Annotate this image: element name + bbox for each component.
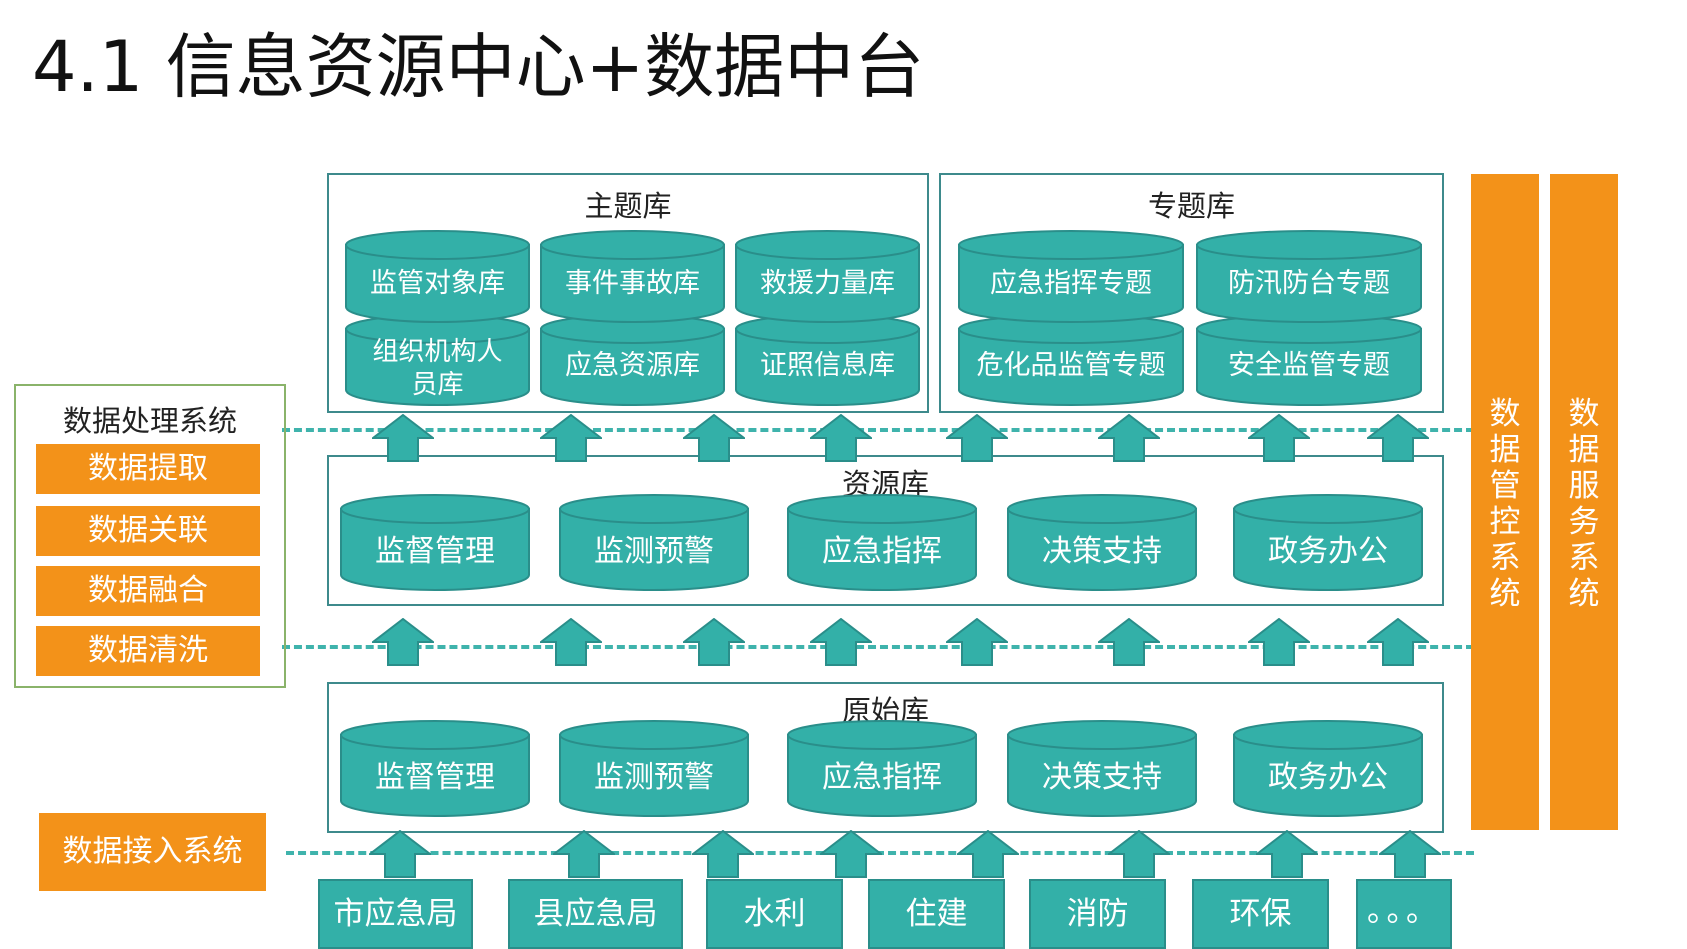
data-control-system-label: 数据管控系统 (1489, 396, 1521, 612)
resource-db-2: 应急指挥 (787, 494, 977, 591)
up-arrow-icon (1248, 618, 1310, 666)
theme-library-panel: 主题库 (327, 173, 929, 413)
theme-db-4-label: 应急资源库 (565, 350, 700, 381)
theme-db-5: 证照信息库 (735, 314, 920, 406)
up-arrow-icon (1367, 618, 1429, 666)
theme-db-0: 监管对象库 (345, 230, 530, 323)
special-library-label: 专题库 (1147, 189, 1235, 223)
special-db-3-label: 安全监管专题 (1228, 350, 1390, 381)
step-extract: 数据提取 (36, 444, 260, 494)
theme-db-3: 组织机构人员库 (345, 314, 530, 406)
up-arrow-icon (540, 618, 602, 666)
theme-db-4: 应急资源库 (540, 314, 725, 406)
theme-db-3-label: 组织机构人员库 (372, 337, 503, 400)
processing-title: 数据处理系统 (62, 404, 237, 438)
resource-db-3-label: 决策支持 (1042, 534, 1162, 569)
source-city-emergency: 市应急局 (318, 879, 473, 949)
raw-db-4: 政务办公 (1233, 720, 1423, 817)
source-more: 。。。 (1356, 879, 1452, 949)
up-arrow-icon (372, 618, 434, 666)
theme-db-1: 事件事故库 (540, 230, 725, 323)
up-arrow-icon (1098, 414, 1160, 462)
raw-db-1: 监测预警 (559, 720, 749, 817)
up-arrow-icon (692, 830, 754, 878)
up-arrow-icon (810, 618, 872, 666)
dashed-line-top (282, 428, 1474, 432)
special-db-2-label: 危化品监管专题 (976, 350, 1166, 381)
raw-db-1-label: 监测预警 (594, 760, 714, 795)
special-db-1-label: 防汛防台专题 (1228, 268, 1390, 299)
raw-db-0: 监督管理 (340, 720, 530, 817)
data-access-system: 数据接入系统 (39, 813, 266, 891)
up-arrow-icon (1379, 830, 1441, 878)
page-title: 4.1 信息资源中心+数据中台 (32, 26, 925, 108)
step-clean: 数据清洗 (36, 626, 260, 676)
up-arrow-icon (372, 414, 434, 462)
up-arrow-icon (683, 618, 745, 666)
up-arrow-icon (369, 830, 431, 878)
data-service-system: 数据服务系统 (1550, 174, 1618, 830)
special-db-0: 应急指挥专题 (958, 230, 1184, 323)
up-arrow-icon (820, 830, 882, 878)
theme-db-1-label: 事件事故库 (565, 268, 700, 299)
raw-db-3: 决策支持 (1007, 720, 1197, 817)
special-library-panel: 专题库 (939, 173, 1444, 413)
up-arrow-icon (1256, 830, 1318, 878)
source-fire: 消防 (1029, 879, 1166, 949)
theme-db-2: 救援力量库 (735, 230, 920, 323)
data-processing-system: 数据处理系统 数据提取 数据关联 数据融合 数据清洗 (14, 384, 286, 688)
source-construction: 住建 (868, 879, 1005, 949)
up-arrow-icon (1367, 414, 1429, 462)
up-arrow-icon (553, 830, 615, 878)
special-db-2: 危化品监管专题 (958, 314, 1184, 406)
source-water: 水利 (706, 879, 843, 949)
raw-db-4-label: 政务办公 (1268, 760, 1388, 795)
up-arrow-icon (1248, 414, 1310, 462)
special-db-1: 防汛防台专题 (1196, 230, 1422, 323)
theme-db-0-label: 监管对象库 (370, 268, 505, 299)
resource-db-2-label: 应急指挥 (822, 534, 942, 569)
raw-db-0-label: 监督管理 (375, 760, 495, 795)
step-associate: 数据关联 (36, 506, 260, 556)
theme-db-5-label: 证照信息库 (760, 350, 895, 381)
up-arrow-icon (540, 414, 602, 462)
resource-db-3: 决策支持 (1007, 494, 1197, 591)
resource-db-1-label: 监测预警 (594, 534, 714, 569)
up-arrow-icon (957, 830, 1019, 878)
source-environment: 环保 (1192, 879, 1329, 949)
data-service-system-label: 数据服务系统 (1568, 396, 1600, 612)
step-fuse: 数据融合 (36, 566, 260, 616)
dashed-line-middle (282, 645, 1474, 649)
up-arrow-icon (1098, 618, 1160, 666)
up-arrow-icon (683, 414, 745, 462)
resource-db-4: 政务办公 (1233, 494, 1423, 591)
up-arrow-icon (946, 618, 1008, 666)
up-arrow-icon (810, 414, 872, 462)
resource-db-0: 监督管理 (340, 494, 530, 591)
up-arrow-icon (946, 414, 1008, 462)
raw-db-2-label: 应急指挥 (822, 760, 942, 795)
special-db-3: 安全监管专题 (1196, 314, 1422, 406)
data-control-system: 数据管控系统 (1471, 174, 1539, 830)
resource-db-1: 监测预警 (559, 494, 749, 591)
theme-db-2-label: 救援力量库 (760, 268, 895, 299)
up-arrow-icon (1108, 830, 1170, 878)
raw-db-3-label: 决策支持 (1042, 760, 1162, 795)
source-county-emergency: 县应急局 (508, 879, 683, 949)
raw-db-2: 应急指挥 (787, 720, 977, 817)
special-db-0-label: 应急指挥专题 (990, 268, 1152, 299)
resource-db-4-label: 政务办公 (1268, 534, 1388, 569)
theme-library-label: 主题库 (584, 189, 672, 223)
resource-db-0-label: 监督管理 (375, 534, 495, 569)
